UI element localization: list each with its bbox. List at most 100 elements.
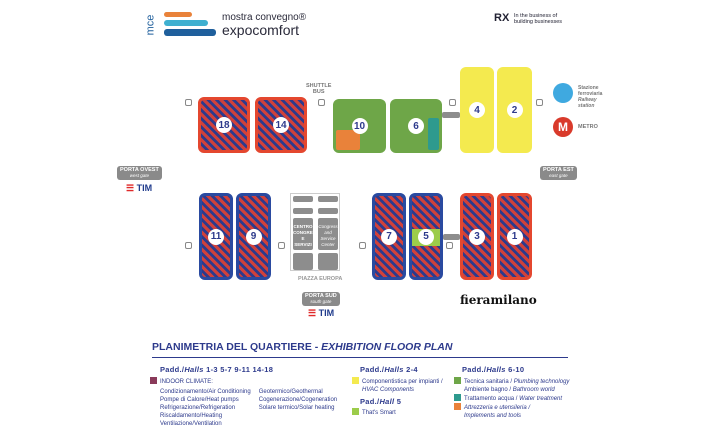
hall-14[interactable]: 14 (255, 97, 307, 153)
centro-label: CENTRO CONGRESSI E SERVIZI (293, 224, 321, 247)
legend-item: Ventilazione/Ventilation (160, 421, 222, 427)
legend-divider (152, 357, 568, 358)
col-head: 6-10 (505, 365, 525, 374)
col-head: Pad./ (360, 397, 380, 406)
legend-item: Implements and tools (464, 413, 522, 419)
legend-item: Attrezzeria e utensileria / (464, 405, 531, 411)
col-head: 2-4 (403, 365, 418, 374)
hall-number: 9 (245, 228, 262, 245)
legend-item: Plumbing technology (513, 379, 570, 385)
gate-sublabel: east gate (549, 173, 568, 178)
brand-line2: expocomfort (222, 22, 300, 38)
tim-logo: ☰ TIM (308, 308, 335, 318)
teal-swatch (454, 394, 461, 401)
rx-tagline: building businesses (514, 19, 563, 25)
piazza-europa-label: PIAZZA EUROPA (298, 276, 343, 282)
tim-logo: ☰ TIM (126, 183, 153, 193)
bus-label: BUS (312, 89, 325, 95)
col-head: Padd./ (360, 365, 385, 374)
metro-label: METRO (578, 124, 598, 130)
gate-sublabel: west gate (129, 173, 150, 178)
brand-line1: mostra convegno® (222, 12, 307, 23)
hall-number: 4 (469, 102, 485, 118)
connector (442, 112, 460, 118)
legend-item: Refrigerazione/Refrigeration (160, 405, 236, 411)
legend-item: Bathroom world (512, 387, 555, 393)
rx-logo: RX (494, 12, 510, 24)
railway-station-icon (553, 83, 573, 103)
legend-item: Pompe di Calore/Heat pumps (160, 397, 239, 403)
legend-item: Geotermico/Geothermal (258, 389, 323, 395)
hall-number: 10 (351, 118, 368, 134)
hall-number: 11 (208, 228, 224, 245)
hall-1[interactable]: 1 (497, 193, 532, 280)
hall-7[interactable]: 7 (372, 193, 406, 280)
bus-icon (446, 242, 453, 249)
hall-18[interactable]: 18 (198, 97, 250, 153)
congress-label: Congress and Service Center (318, 224, 338, 247)
legend-item: Trattamento acqua / (464, 396, 520, 402)
bus-icon (359, 242, 366, 249)
logo-mark: mce (144, 14, 157, 36)
hall-5[interactable]: 5 (409, 193, 443, 280)
hall-9[interactable]: 9 (236, 193, 271, 280)
station-label: Stazione (578, 85, 599, 91)
implements-zone (336, 130, 360, 150)
col-head: Padd./ (160, 365, 185, 374)
legend-title: PLANIMETRIA DEL QUARTIERE - (152, 341, 322, 353)
legend-item: HVAC Components (362, 387, 415, 393)
legend-item: Solare termico/Solar heating (258, 405, 335, 411)
hall-number: 14 (273, 117, 289, 133)
tim-text: TIM (318, 308, 335, 318)
col-head: Halls (486, 365, 506, 374)
fieramilano-logo: fieramilano (460, 293, 537, 307)
legend-item: That's Smart (362, 410, 396, 416)
hall-6[interactable]: 6 (390, 99, 442, 153)
hall-10[interactable]: 10 (333, 99, 386, 153)
col-head: Padd./ (462, 365, 487, 374)
legend-item: Cogenerazione/Cogeneration (258, 397, 338, 403)
mce-logo: mce (144, 10, 218, 40)
hall-number: 6 (408, 118, 424, 134)
connector (443, 234, 460, 240)
col-head: 1-3 5-7 9-11 14-18 (203, 365, 274, 374)
hall-2[interactable]: 2 (497, 67, 532, 153)
legend-item: Componentistica per impianti / (362, 379, 443, 385)
legend-item: Condizionamento/Air Conditioning (160, 389, 251, 395)
indoor-label: INDOOR CLIMATE: (160, 379, 213, 385)
hall-3[interactable]: 3 (460, 193, 494, 280)
hall-number: 5 (418, 228, 434, 245)
hall-11[interactable]: 11 (199, 193, 233, 280)
yellow-swatch (352, 377, 359, 384)
gate-label: PORTA EST (543, 167, 574, 173)
bus-icon (185, 242, 192, 249)
station-label: Railway (578, 97, 597, 103)
bus-icon (278, 242, 285, 249)
hall-4[interactable]: 4 (460, 67, 494, 153)
metro-icon: M (553, 117, 573, 137)
indoor-swatch (150, 377, 157, 384)
bus-icon (449, 99, 456, 106)
col-head: Hall (379, 397, 395, 406)
water-treatment-zone (428, 118, 439, 150)
hall-number: 3 (469, 228, 485, 245)
congress-center[interactable]: CENTRO CONGRESSI E SERVIZI Congress and … (290, 193, 340, 271)
station-label: ferroviaria (578, 91, 603, 97)
gate-label: PORTA SUD (305, 293, 337, 299)
bus-icon (536, 99, 543, 106)
hall-number: 1 (506, 228, 523, 245)
tim-text: TIM (136, 183, 153, 193)
gate-label: PORTA OVEST (120, 167, 159, 173)
hall-number: 2 (506, 102, 523, 118)
rx-tagline: In the business of (514, 13, 558, 19)
legend-item: Ambiente bagno / (464, 387, 513, 393)
gate-sublabel: south gate (310, 299, 332, 304)
orange-swatch (454, 403, 461, 410)
bus-icon (185, 99, 192, 106)
green-swatch (454, 377, 461, 384)
legend-title-en: EXHIBITION FLOOR PLAN (321, 341, 453, 353)
legend-item: Tecnica sanitaria / (464, 379, 514, 385)
